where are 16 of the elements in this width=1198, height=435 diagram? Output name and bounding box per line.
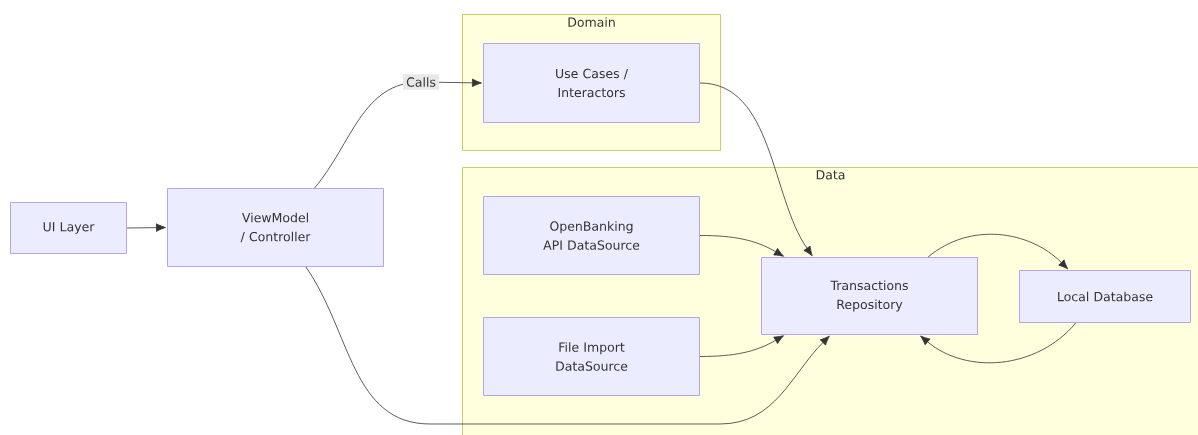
arrow	[305, 266, 830, 425]
process-box: ViewModel / Controller	[167, 188, 384, 267]
arrow	[314, 78, 482, 189]
process-box: UI Layer	[10, 202, 127, 254]
process-box: Transactions Repository	[761, 257, 978, 335]
arrow	[699, 335, 784, 357]
arrow	[920, 322, 1077, 364]
process-box: File Import DataSource	[483, 317, 700, 396]
process-box: Local Database	[1019, 270, 1191, 323]
arrow	[927, 233, 1069, 270]
arrow	[699, 82, 813, 257]
arrow	[126, 223, 166, 232]
arrow	[699, 235, 784, 257]
process-box: Use Cases / Interactors	[483, 43, 700, 123]
process-box: OpenBanking API DataSource	[483, 196, 700, 275]
edge-label: Calls	[403, 74, 439, 90]
